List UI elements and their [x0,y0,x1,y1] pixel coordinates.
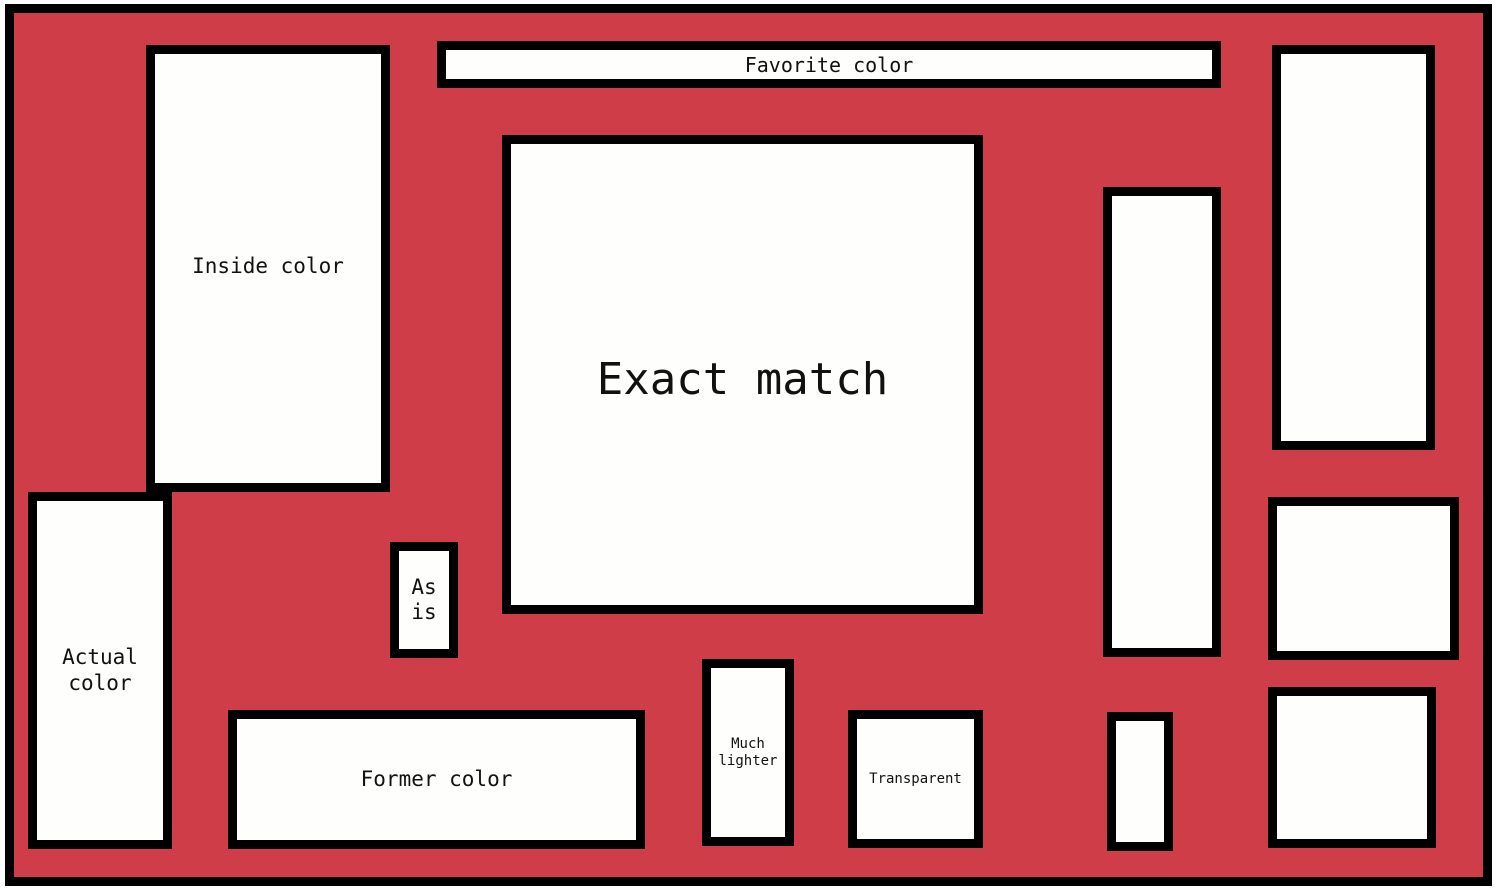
label-as-is: As is [411,574,437,624]
box-inside-color: Inside color [146,45,390,492]
label-former-color: Former color [360,766,513,791]
box-right-bottom [1268,687,1436,848]
label-inside-color: Inside color [192,254,344,278]
box-former-color: Former color [228,710,645,849]
label-transparent: Transparent [869,770,962,787]
box-much-lighter: Much lighter [702,659,794,846]
box-top-right-tall [1272,45,1435,450]
box-transparent: Transparent [848,710,983,848]
box-as-is: As is [390,542,458,658]
box-exact-match: Exact match [502,135,983,614]
box-actual-color: Actual color [28,492,172,849]
box-favorite-color: Favorite color [437,41,1221,88]
label-favorite-color: Favorite color [744,52,914,77]
label-exact-match: Exact match [596,354,889,405]
box-right-mid [1268,497,1459,660]
label-actual-color: Actual color [62,645,138,695]
label-much-lighter: Much lighter [718,735,778,769]
box-right-tall [1103,187,1221,657]
box-small-right [1107,712,1173,851]
